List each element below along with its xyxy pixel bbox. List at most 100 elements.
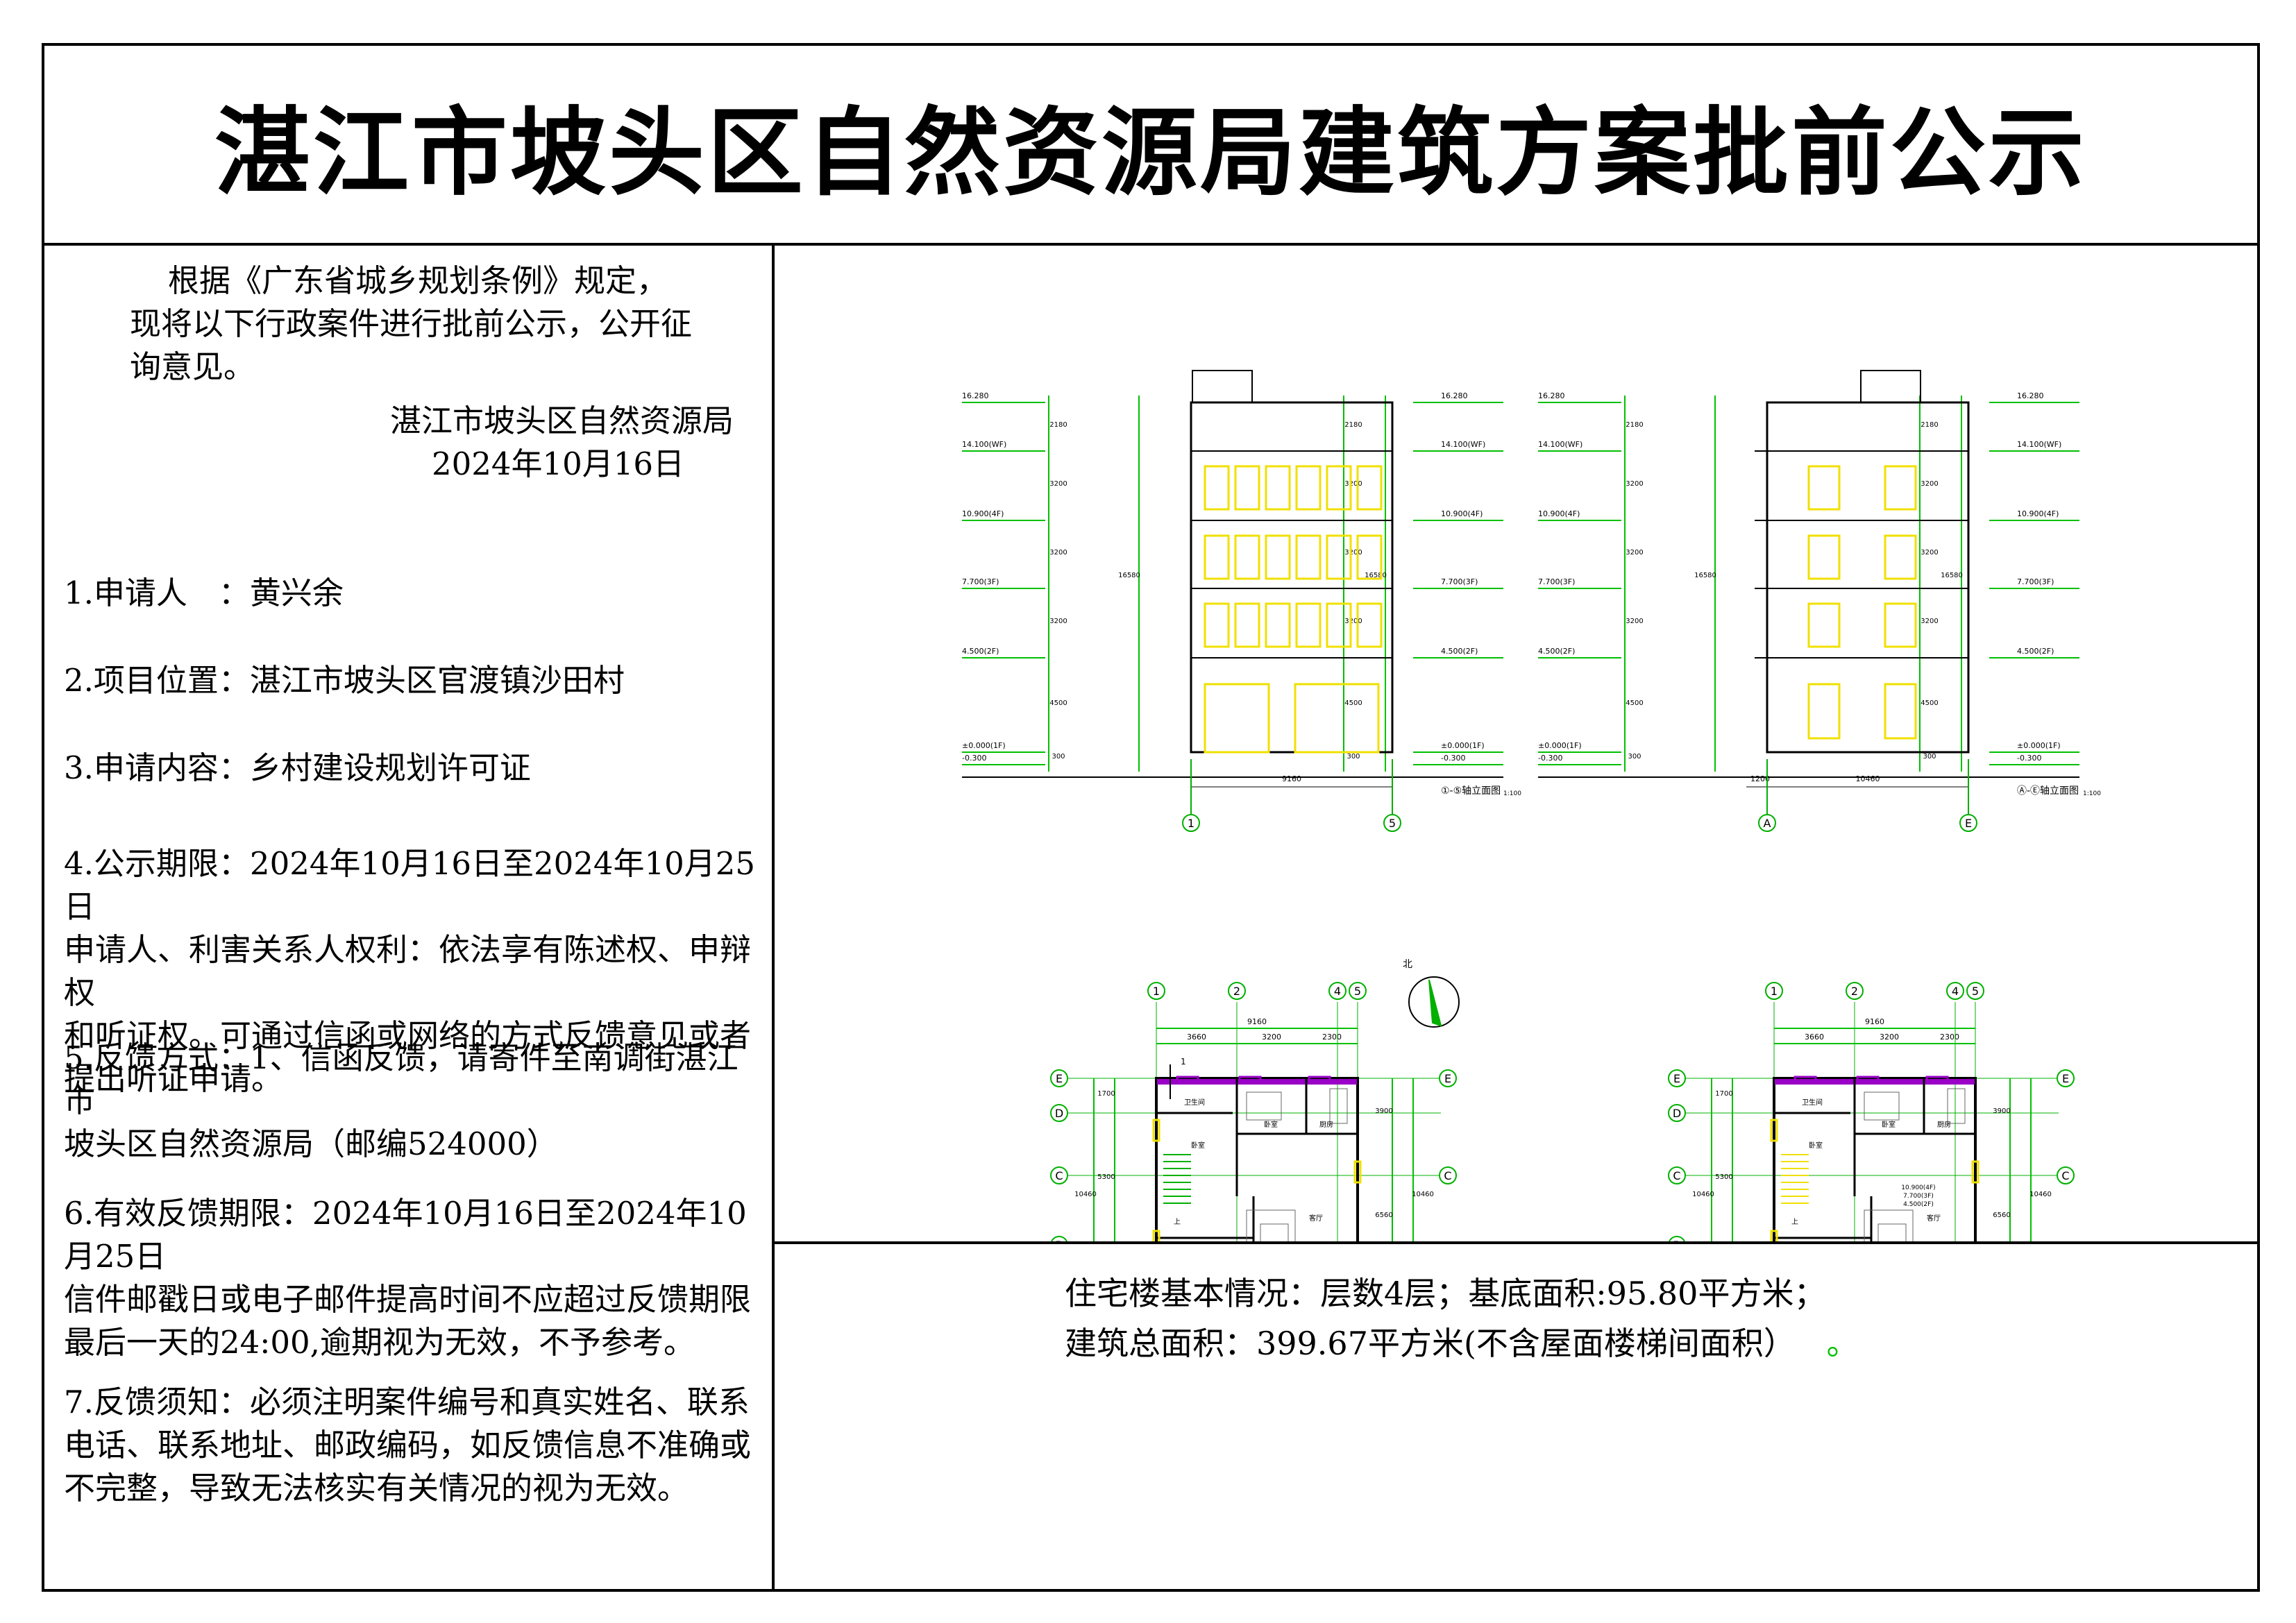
summary-line-1: 住宅楼基本情况：层数4层；基底面积:95.80平方米；: [1065, 1275, 1826, 1312]
axis-label: E: [1965, 817, 1972, 830]
window: [1356, 534, 1383, 580]
dimension-label: 300: [1347, 753, 1360, 760]
level-label: 14.100(WF): [1538, 440, 1582, 449]
level-label: -0.300: [962, 754, 986, 763]
level-label: 10.900(4F): [962, 509, 1004, 518]
bed: [1246, 1091, 1282, 1121]
axis-bubble: [1758, 814, 1776, 832]
room-label: 卧室: [1191, 1141, 1205, 1150]
item-feedback-notes: 7.反馈须知：必须注明案件编号和真实姓名、联系 电话、联系地址、邮政编码，如反馈…: [64, 1381, 758, 1510]
axis-bubble: [1050, 1166, 1068, 1184]
dimension-label: 4500: [1921, 699, 1938, 707]
item-line: 和听证权。可通过信函或网络的方式反馈意见或者: [64, 1017, 752, 1054]
level-label: 16.280: [2017, 391, 2044, 400]
dimension-label: 2180: [1626, 421, 1643, 429]
axis-bubble: [1959, 814, 1977, 832]
axis-label: E: [2062, 1072, 2069, 1085]
level-label: 4.500(2F): [1538, 647, 1575, 656]
item-line: 4.公示期限：2024年10月16日至2024年10月25日: [64, 845, 756, 925]
north-label: 北: [1403, 959, 1412, 970]
item-line: 3.申请内容：乡村建设规划许可证: [64, 749, 531, 786]
dimension-label: 3900: [1375, 1107, 1392, 1115]
item-line: 不完整，导致无法核实有关情况的视为无效。: [64, 1470, 689, 1506]
item-feedback-method: 5.反馈方式：1、信函反馈，请寄件至南调街湛江市 坡头区自然资源局（邮编5240…: [64, 1037, 758, 1166]
dimension-label: 3900: [1993, 1107, 2010, 1115]
dimension-label: 5300: [1715, 1173, 1732, 1181]
room-label: 厨房: [1319, 1120, 1333, 1129]
building-outline: [1766, 401, 1970, 754]
dimension-label: 9160: [1865, 1017, 1884, 1026]
window: [1234, 534, 1260, 580]
window: [1176, 1076, 1199, 1084]
item-line: 申请人、利害关系人权利：依法享有陈述权、申辩权: [64, 931, 752, 1011]
elevation-scale: 1:100: [2083, 790, 2101, 797]
window: [1308, 1076, 1331, 1084]
dimension-total-label: 16580: [1694, 572, 1716, 579]
item-line: 5.反馈方式：1、信函反馈，请寄件至南调街湛江市: [64, 1039, 738, 1119]
dimension-label: 1700: [1097, 1090, 1115, 1098]
dimension-label: 300: [1628, 753, 1641, 760]
axis-label: D: [1673, 1107, 1681, 1120]
window: [1807, 534, 1841, 580]
summary-line-2-text: 建筑总面积：399.67平方米(不含屋面楼梯间面积）: [1065, 1325, 1796, 1362]
axis-bubble: [1349, 982, 1367, 1000]
kitchen-counter: [1329, 1088, 1348, 1124]
axis-bubble: [1946, 982, 1964, 1000]
intro-line: 现将以下行政案件进行批前公示，公开征: [130, 305, 693, 342]
stair-roof: [1860, 370, 1921, 403]
item-period: 4.公示期限：2024年10月16日至2024年10月25日 申请人、利害关系人…: [64, 842, 758, 1101]
window: [1152, 1119, 1160, 1142]
dimension-label: 9160: [1247, 1017, 1267, 1026]
dimension-label: 3200: [1626, 549, 1643, 556]
axis-bubble: [1966, 982, 1984, 1000]
floor-level-label: 7.700(3F): [1903, 1193, 1934, 1200]
summary-trail-mark: 。: [1826, 1325, 1859, 1362]
level-label: 7.700(3F): [1441, 577, 1478, 586]
width-label: 9160: [1282, 774, 1301, 783]
window: [1326, 534, 1352, 580]
level-label: 4.500(2F): [1441, 647, 1478, 656]
axis-bubble: [1668, 1069, 1686, 1087]
room-label: 卧室: [1882, 1120, 1896, 1129]
axis-label: C: [2061, 1169, 2069, 1182]
axis-label: E: [1673, 1072, 1680, 1085]
window: [1238, 1076, 1262, 1084]
item-content: 3.申请内容：乡村建设规划许可证: [64, 747, 758, 790]
dimension-label: 3200: [1626, 480, 1643, 488]
building-outline: [1190, 401, 1394, 754]
level-label: 4.500(2F): [2017, 647, 2054, 656]
axis-label: 1: [1153, 985, 1160, 998]
axis-label: C: [1444, 1169, 1451, 1182]
axis-label: 4: [1952, 985, 1959, 998]
window: [1265, 534, 1291, 580]
item-line: 1.申请人 ：黄兴余: [64, 575, 344, 611]
window: [1807, 465, 1841, 511]
window: [1807, 602, 1841, 648]
dimension-label: 300: [1052, 753, 1065, 760]
dimension-label: 4500: [1049, 699, 1067, 707]
table: [1260, 1223, 1289, 1259]
floor-level-label: 4.500(2F): [1903, 1201, 1934, 1208]
level-label: 10.900(4F): [1538, 509, 1580, 518]
axis-bubble: [2057, 1069, 2075, 1087]
window: [1295, 602, 1322, 648]
dimension-label: 3200: [1880, 1033, 1899, 1042]
issue-date: 2024年10月16日: [432, 445, 685, 482]
item-line: 提出听证申请。: [64, 1060, 283, 1097]
axis-bubble: [1050, 1069, 1068, 1087]
level-label: ±0.000(1F): [962, 741, 1006, 750]
window: [1884, 602, 1917, 648]
axis-label: 5: [1972, 985, 1979, 998]
dimension-label: 2300: [1322, 1033, 1342, 1042]
room-label: 客厅: [1927, 1214, 1941, 1223]
width-label: 10460: [1856, 774, 1880, 783]
item-line: 电话、联系地址、邮政编码，如反馈信息不准确或: [64, 1427, 752, 1463]
item-line: 6.有效反馈期限：2024年10月16日至2024年10月25日: [64, 1195, 747, 1275]
intro-line: 询意见。: [130, 348, 255, 385]
item-location: 2.项目位置：湛江市坡头区官渡镇沙田村: [64, 659, 758, 702]
room-label: 卫生间: [1184, 1098, 1205, 1107]
shop-door: [1204, 683, 1270, 754]
axis-bubble: [1383, 814, 1401, 832]
page-title: 湛江市坡头区自然资源局建筑方案批前公示: [44, 46, 2257, 246]
